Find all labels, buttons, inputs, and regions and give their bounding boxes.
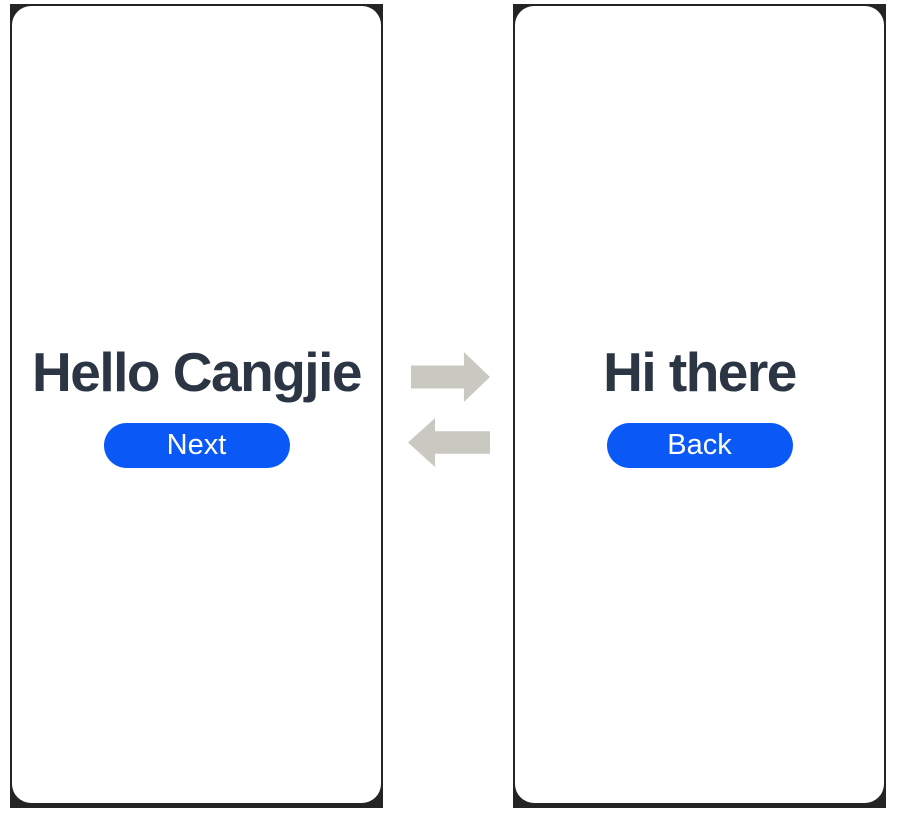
screen-hello-cangjie: Hello Cangjie Next (12, 6, 381, 803)
page-title: Hi there (603, 341, 797, 403)
page-title: Hello Cangjie (32, 341, 362, 403)
phone-frame-left: Hello Cangjie Next (10, 4, 383, 808)
left-arrow-icon (408, 418, 490, 467)
right-arrow-icon (411, 352, 490, 402)
phone-frame-right: Hi there Back (513, 4, 886, 808)
next-button[interactable]: Next (103, 423, 290, 468)
screen-hi-there: Hi there Back (515, 6, 884, 803)
back-button[interactable]: Back (606, 423, 793, 468)
